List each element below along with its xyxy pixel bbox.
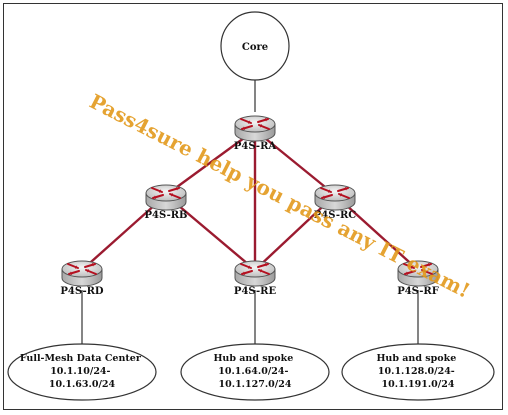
- segment-left: Full-Mesh Data Center 10.1.10/24- 10.1.6…: [7, 343, 157, 401]
- router-icon: [145, 184, 187, 211]
- segment-right-text: Hub and spoke 10.1.128.0/24- 10.1.191.0/…: [376, 353, 459, 390]
- segment-drops: [81, 290, 419, 345]
- router-rd: P4S-RD: [60, 260, 104, 297]
- router-icon: [234, 115, 276, 142]
- core-node: Core: [220, 11, 290, 81]
- router-rf-label: P4S-RF: [397, 286, 439, 297]
- core-label: Core: [242, 42, 268, 53]
- router-re-label: P4S-RE: [234, 286, 277, 297]
- router-rc-label: P4S-RC: [314, 210, 357, 221]
- watermark-text: Pass4sure help you pass any IT exam!: [86, 89, 474, 303]
- segment-middle: Hub and spoke 10.1.64.0/24- 10.1.127.0/2…: [180, 343, 330, 401]
- segment-middle-text: Hub and spoke 10.1.64.0/24- 10.1.127.0/2…: [213, 353, 296, 390]
- router-rd-label: P4S-RD: [60, 286, 104, 297]
- router-icon: [234, 260, 276, 287]
- segment-right: Hub and spoke 10.1.128.0/24- 10.1.191.0/…: [341, 343, 495, 401]
- router-ra-label: P4S-RA: [234, 141, 277, 152]
- router-ra: P4S-RA: [234, 115, 277, 152]
- link-ra-rb: [165, 129, 256, 196]
- router-re: P4S-RE: [234, 260, 277, 297]
- segment-left-text: Full-Mesh Data Center 10.1.10/24- 10.1.6…: [20, 353, 144, 390]
- router-rb: P4S-RB: [145, 184, 188, 221]
- router-rb-label: P4S-RB: [145, 210, 188, 221]
- router-icon: [397, 260, 439, 287]
- link-ra-rc: [254, 129, 336, 196]
- router-icon: [61, 260, 103, 287]
- diagram-frame: [3, 3, 503, 410]
- router-icon: [314, 184, 356, 211]
- router-rc: P4S-RC: [314, 184, 357, 221]
- router-rf: P4S-RF: [397, 260, 439, 297]
